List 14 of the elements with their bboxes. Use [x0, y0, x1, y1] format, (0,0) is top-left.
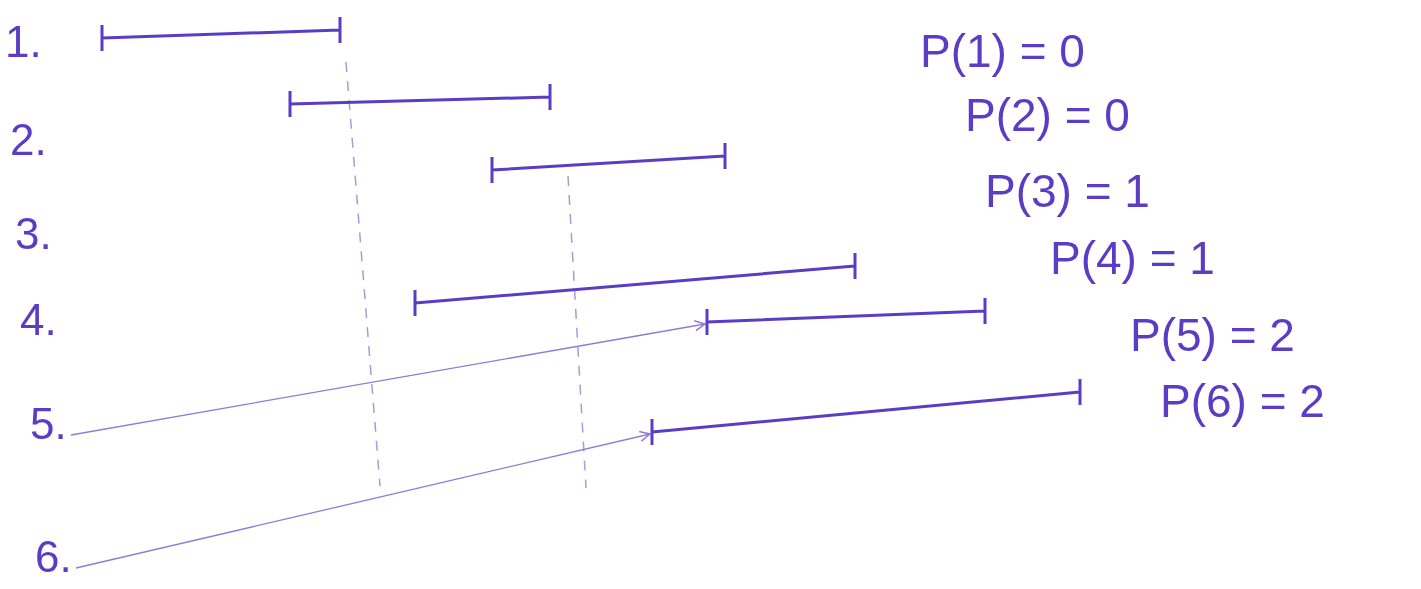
interval-line — [101, 17, 341, 51]
interval-line — [491, 143, 726, 183]
row-number: 2. — [10, 118, 47, 162]
row-number: 3. — [15, 212, 52, 256]
arrow — [70, 320, 706, 436]
interval-line — [414, 253, 856, 316]
row-number: 6. — [35, 535, 72, 579]
row-number: 4. — [20, 298, 57, 342]
row-number: 1. — [5, 20, 42, 64]
row-number: 5. — [30, 402, 67, 446]
interval-line — [706, 298, 986, 335]
interval-line — [289, 84, 551, 117]
interval-line — [651, 379, 1081, 445]
arrow — [75, 430, 651, 569]
